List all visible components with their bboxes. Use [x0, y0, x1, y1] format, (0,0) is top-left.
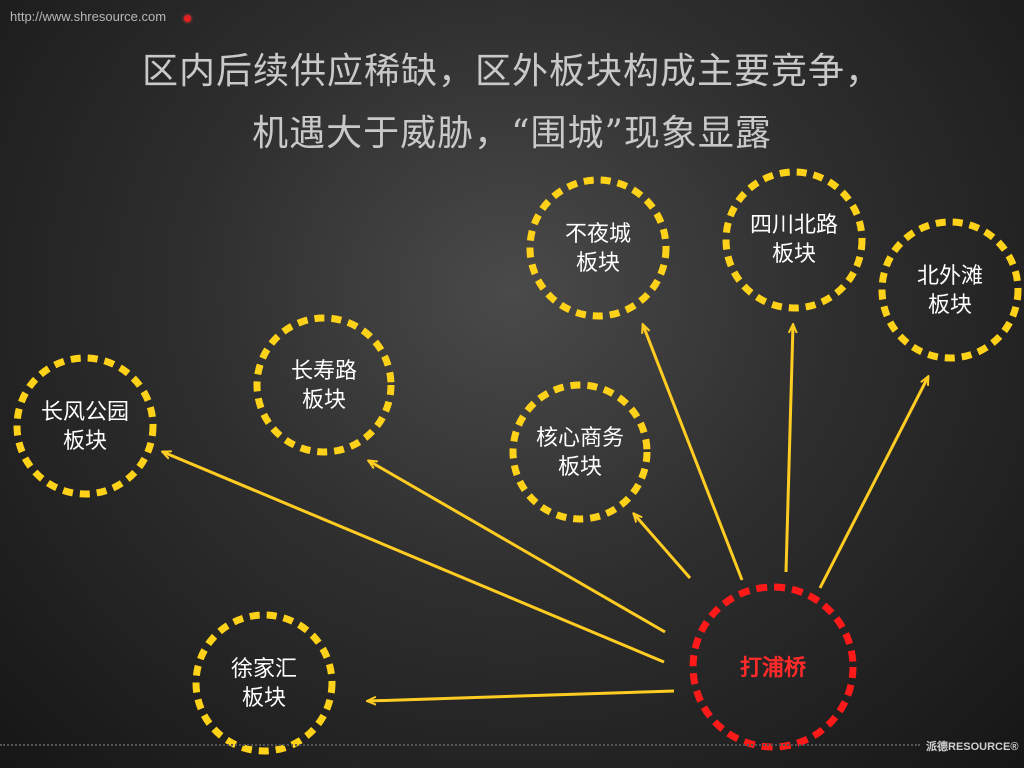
node-name: 四川北路 [749, 213, 839, 238]
node-ring-sichuan-beilu [722, 168, 866, 312]
node-ring-he-xin-shang-wu [509, 381, 651, 523]
node-name: 核心商务 [535, 426, 625, 451]
arrow-to-chang-feng-gong-yuan [163, 452, 665, 664]
node-name: 北外滩 [916, 264, 984, 289]
node-name: 长风公园 [40, 400, 130, 425]
url-dot-icon [184, 15, 191, 22]
node-suffix: 板块 [771, 242, 817, 267]
node-chang-feng-gong-yuan: 长风公园 板块 [41, 398, 129, 456]
hub-label: 打浦桥 [739, 656, 807, 681]
node-chang-shou-lu: 长寿路 板块 [291, 357, 357, 415]
node-suffix: 板块 [557, 455, 603, 480]
resource-logo: 派德RESOURCE® [926, 741, 1019, 753]
node-suffix: 板块 [575, 251, 621, 276]
node-name: 徐家汇 [230, 657, 298, 682]
arrow-to-sichuan-beilu [784, 325, 793, 573]
node-bu-ye-cheng: 不夜城 板块 [565, 220, 631, 278]
source-url: http://www.shresource.com [10, 9, 167, 24]
node-suffix: 板块 [241, 686, 287, 711]
node-ring-bu-ye-cheng [526, 176, 670, 320]
arrow-to-bu-ye-cheng [643, 325, 744, 581]
title-line-1: 区内后续供应稀缺，区外板块构成主要竞争， [141, 51, 882, 92]
arrow-to-bei-wai-tan [818, 377, 928, 589]
node-xu-jia-hui: 徐家汇 板块 [231, 655, 297, 713]
node-suffix: 板块 [927, 293, 973, 318]
node-ring-chang-shou-lu [253, 314, 395, 456]
node-sichuan-beilu: 四川北路 板块 [750, 211, 838, 269]
node-suffix: 板块 [301, 388, 347, 413]
arrow-to-chang-shou-lu [369, 461, 666, 634]
node-name: 长寿路 [290, 359, 358, 384]
arrow-to-xu-jia-hui [368, 689, 675, 701]
footer-divider [0, 744, 920, 746]
node-bei-wai-tan: 北外滩 板块 [917, 262, 983, 320]
title-line-2: 机遇大于威胁，“围城”现象显露 [252, 113, 772, 154]
hub-ring [689, 583, 857, 751]
node-he-xin-shang-wu: 核心商务 板块 [536, 424, 624, 482]
node-suffix: 板块 [62, 429, 108, 454]
node-ring-xu-jia-hui [192, 611, 336, 755]
arrow-to-he-xin-shang-wu [634, 514, 692, 579]
node-ring-chang-feng-gong-yuan [13, 354, 157, 498]
node-ring-bei-wai-tan [878, 218, 1022, 362]
node-name: 不夜城 [564, 222, 632, 247]
